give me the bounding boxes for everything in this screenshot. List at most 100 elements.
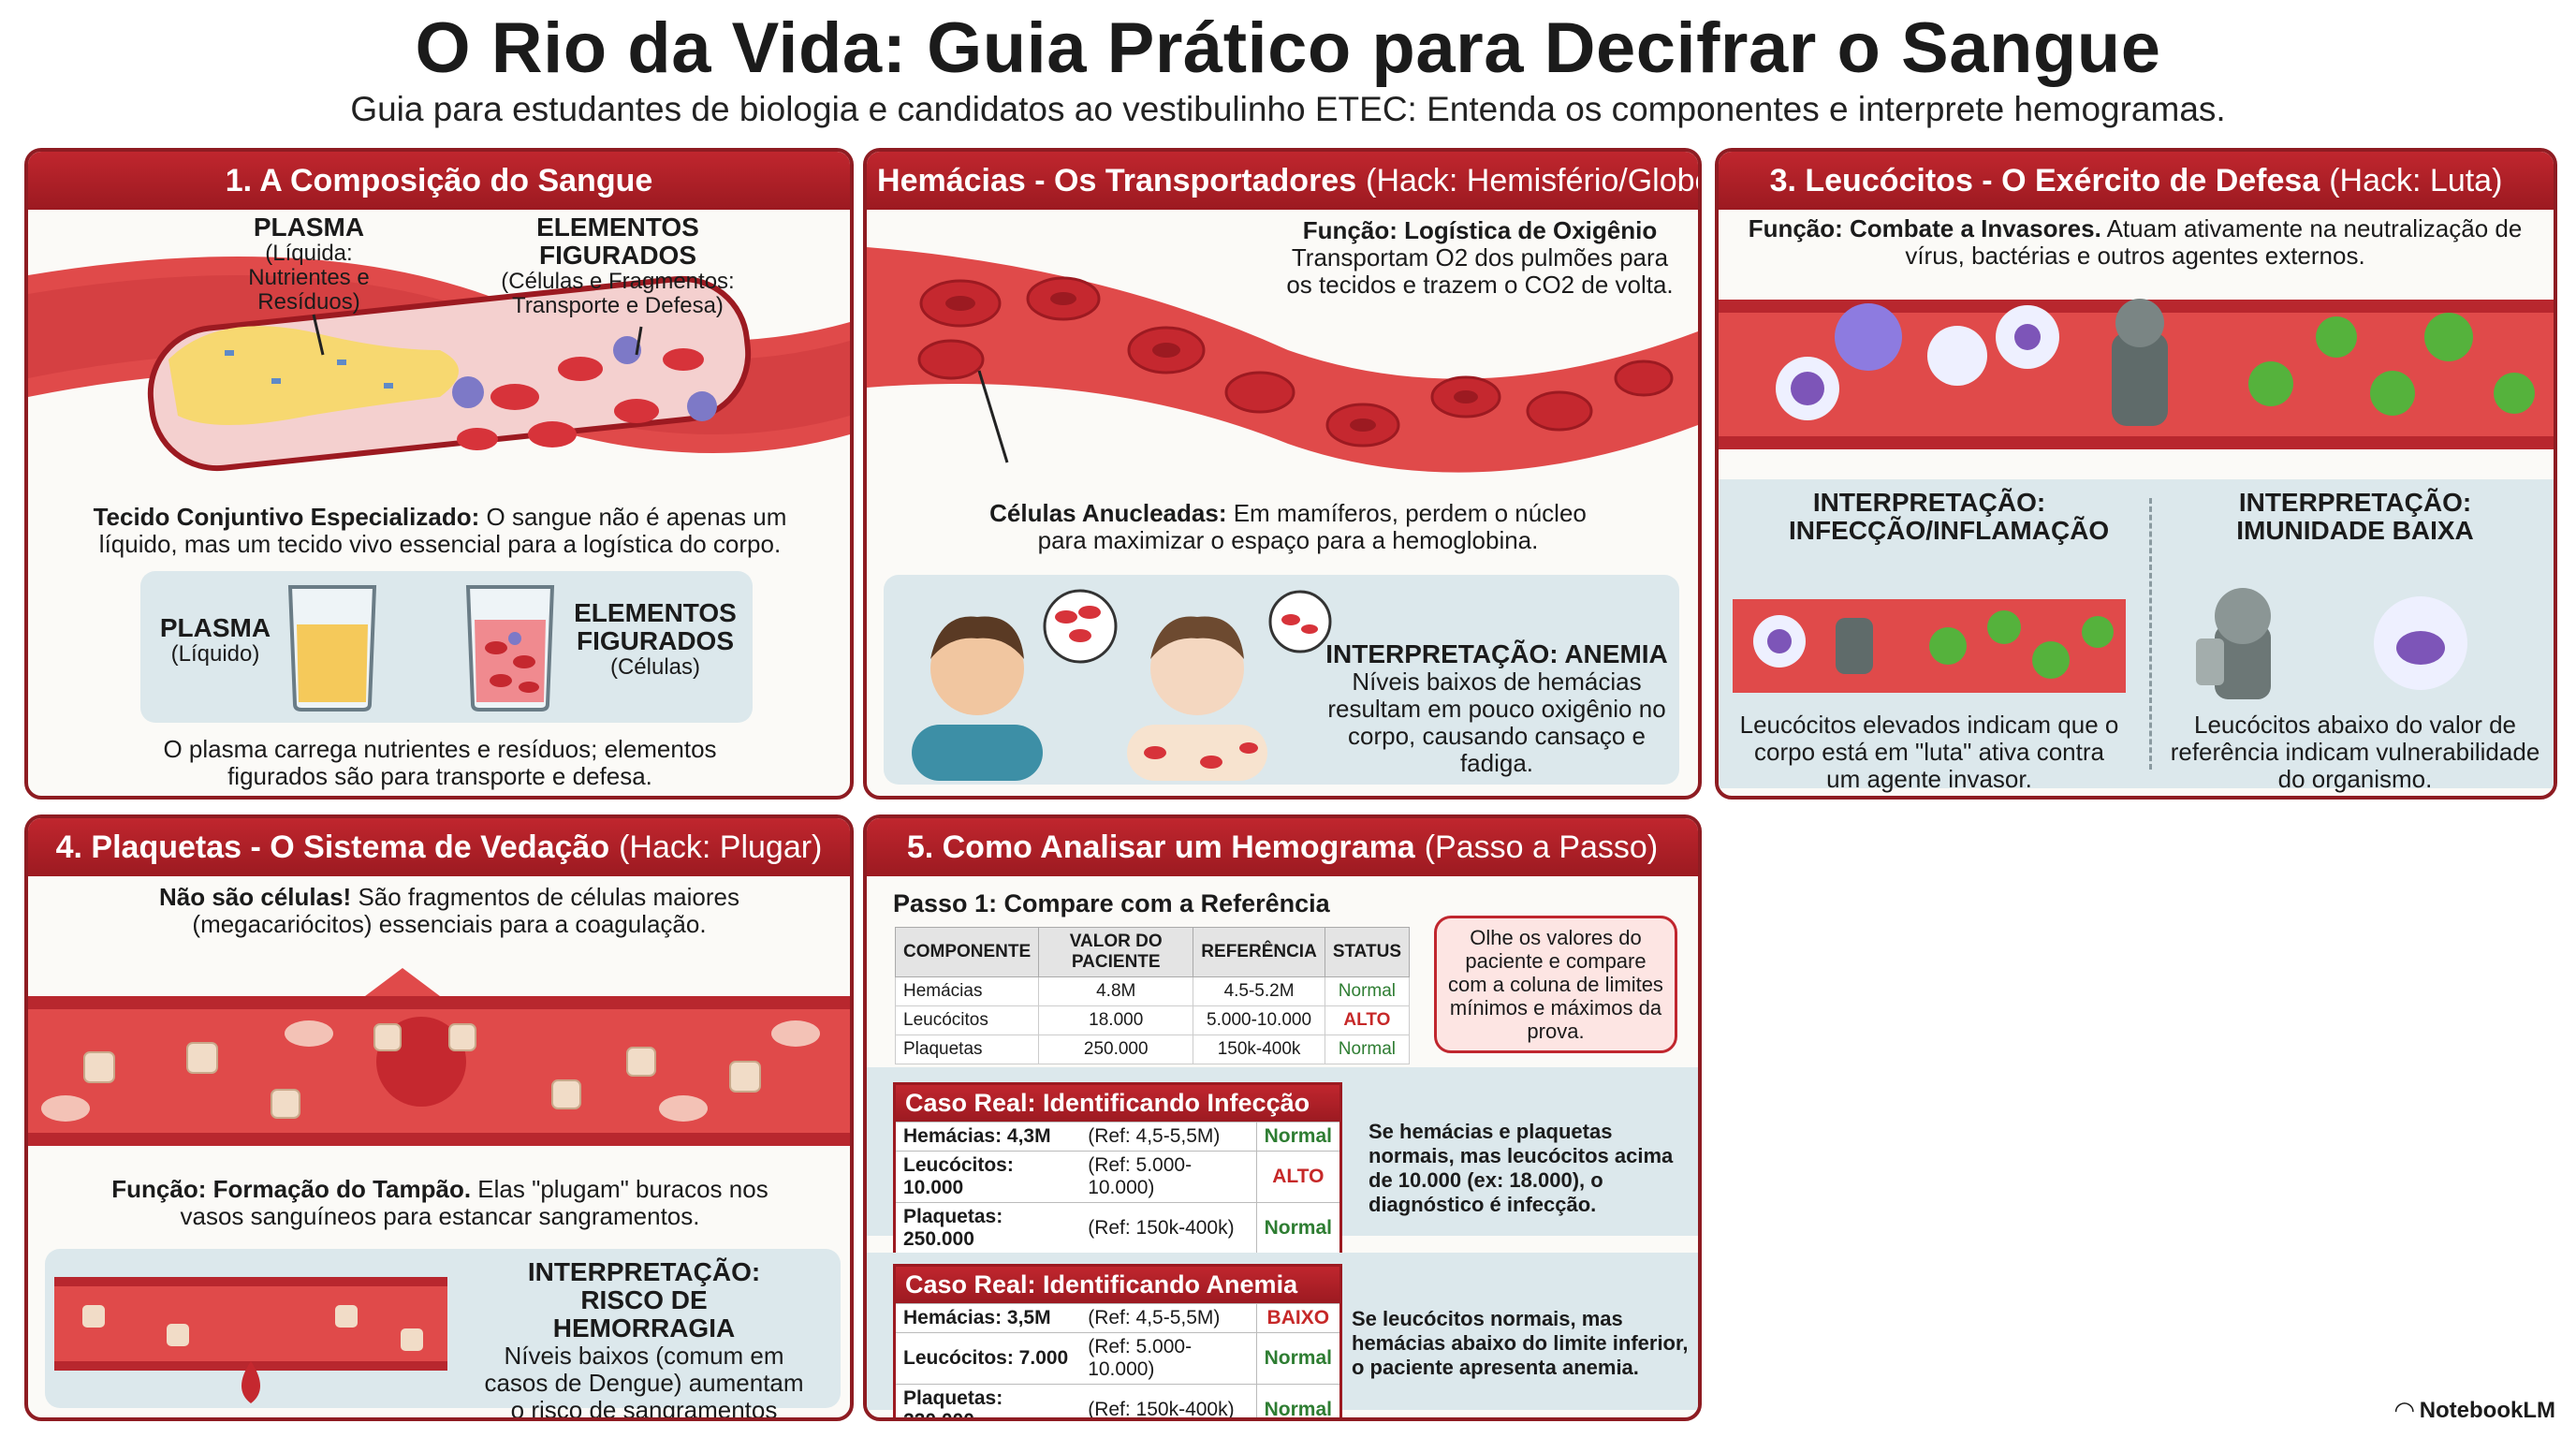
beaker-plasma-sub: (Líquido) [170, 641, 260, 667]
weak-soldier-icon [2196, 588, 2467, 699]
table-cell: (Ref: 150k-400k) [1080, 1202, 1257, 1254]
panel-composition: 1. A Composição do Sangue PLASMA (Líquid… [24, 148, 854, 800]
low-immunity-interpretation: INTERPRETAÇÃO: IMUNIDADE BAIXA [2168, 489, 2542, 545]
table-cell: 250.000 [1038, 1034, 1194, 1064]
table-cell: Hemácias: 4,3M [896, 1122, 1081, 1152]
table-row: Leucócitos: 7.000(Ref: 5.000-10.000)Norm… [896, 1332, 1339, 1385]
platelets-function-text: Elas "plugam" buracos nos vasos sanguíne… [180, 1175, 768, 1230]
red-cells-vessel-illustration [867, 247, 1698, 473]
panel-platelets-header: 4. Plaquetas - O Sistema de Vedação(Hack… [28, 818, 850, 876]
table-cell: 4.5-5.2M [1193, 976, 1325, 1006]
tissue-title: Tecido Conjuntivo Especializado: [93, 503, 480, 531]
table-cell: (Ref: 4,5-5,5M) [1080, 1122, 1257, 1152]
elements-label: ELEMENTOS FIGURADOS (Células e Fragmento… [468, 213, 768, 318]
table-cell: Plaquetas [894, 1034, 1040, 1064]
infection-battle-icon [1733, 599, 2126, 693]
hemorrhage-box: INTERPRETAÇÃO: RISCO DE HEMORRAGIA Nívei… [45, 1249, 841, 1417]
status-badge: Normal [1255, 1122, 1339, 1152]
table-cell: Plaquetas: 220.000 [896, 1384, 1081, 1417]
notebooklm-label: NotebookLM [2419, 1397, 2555, 1423]
table-cell: (Ref: 150k-400k) [1080, 1384, 1257, 1417]
infection-interpretation-title: INTERPRETAÇÃO: INFECÇÃO/INFLAMAÇÃO [1789, 488, 2110, 545]
table-cell: Hemácias [894, 976, 1040, 1006]
plasma-label-sub: (Líquida: Nutrientes e Resíduos) [248, 241, 370, 315]
case-infection-title: Caso Real: Identificando Infecção [896, 1085, 1339, 1122]
beaker-elements-title: ELEMENTOS FIGURADOS [574, 598, 737, 655]
reference-column-header: VALOR DO PACIENTE [1038, 927, 1194, 977]
immune-battle-illustration [1719, 299, 2554, 449]
page-subtitle: Guia para estudantes de biologia e candi… [350, 90, 2226, 128]
table-cell: (Ref: 4,5-5,5M) [1080, 1303, 1257, 1333]
anemia-interpretation-text: Níveis baixos de hemácias resultam em po… [1327, 668, 1666, 777]
not-cells-description: Não são células! São fragmentos de célul… [159, 884, 739, 938]
anemia-interpretation: INTERPRETAÇÃO: ANEMIA Níveis baixos de h… [1324, 640, 1670, 777]
panel-red-cells-hack: (Hack: Hemisfério/Globo) [1366, 162, 1702, 198]
panel-white-cells-title: 3. Leucócitos - O Exército de Defesa [1769, 162, 2320, 198]
panel-platelets-title: 4. Plaquetas - O Sistema de Vedação [55, 829, 610, 865]
red-cells-function: Função: Logística de Oxigênio Transporta… [1279, 217, 1681, 299]
table-cell: (Ref: 5.000-10.000) [1080, 1332, 1257, 1385]
anucleate-text: Em mamíferos, perdem o núcleo para maxim… [1037, 499, 1587, 554]
case-anemia-note: Se leucócitos normais, mas hemácias abai… [1352, 1307, 1689, 1379]
table-row: Plaquetas: 220.000(Ref: 150k-400k)Normal [896, 1384, 1339, 1417]
status-badge: Normal [1255, 1202, 1339, 1254]
case-infection-note: Se hemácias e plaquetas normais, mas leu… [1368, 1120, 1674, 1216]
anemia-interpretation-title: INTERPRETAÇÃO: ANEMIA [1325, 639, 1668, 668]
elements-label-title: ELEMENTOS FIGURADOS [536, 213, 699, 270]
white-cells-function-title: Função: Combate a Invasores. [1748, 214, 2101, 242]
status-badge: Normal [1255, 1332, 1339, 1385]
healthy-person-icon [912, 589, 1118, 781]
table-cell: 150k-400k [1193, 1034, 1325, 1064]
tissue-description: Tecido Conjuntivo Especializado: O sangu… [66, 504, 814, 558]
panel-platelets-hack: (Hack: Plugar) [619, 829, 823, 865]
red-cells-function-text: Transportam O2 dos pulmões para os tecid… [1286, 243, 1674, 299]
page-title: O Rio da Vida: Guia Prático para Decifra… [415, 8, 2161, 88]
reference-column-header: COMPONENTE [894, 927, 1040, 977]
panel-hemogram-title: 5. Como Analisar um Hemograma [906, 829, 1415, 865]
table-cell: 5.000-10.000 [1193, 1005, 1325, 1035]
panel-platelets: 4. Plaquetas - O Sistema de Vedação(Hack… [24, 814, 854, 1421]
panel-red-cells: 2. Hemácias - Os Transportadores(Hack: H… [863, 148, 1702, 800]
blood-vessel-illustration [28, 257, 850, 472]
beakers-box: PLASMA (Líquido) ELEMENTOS FIGURADOS (Cé… [140, 571, 753, 723]
not-cells-text: São fragmentos de células maiores (megac… [192, 883, 739, 938]
low-immunity-interpretation-title: INTERPRETAÇÃO: IMUNIDADE BAIXA [2236, 488, 2474, 545]
table-cell: (Ref: 5.000-10.000) [1080, 1151, 1257, 1203]
notebooklm-icon: ◠ [2394, 1396, 2414, 1424]
table-row: Hemácias: 3,5M(Ref: 4,5-5,5M)BAIXO [896, 1303, 1339, 1333]
case-infection-box: Caso Real: Identificando Infecção Hemáci… [893, 1082, 1342, 1256]
clot-vessel-illustration [28, 968, 850, 1146]
table-row: Leucócitos: 10.000(Ref: 5.000-10.000)ALT… [896, 1151, 1339, 1203]
panel-white-cells-hack: (Hack: Luta) [2329, 162, 2503, 198]
beaker-elements-label: ELEMENTOS FIGURADOS (Células) [571, 599, 739, 680]
table-cell: 4.8M [1038, 976, 1194, 1006]
hemorrhage-interpretation: INTERPRETAÇÃO: RISCO DE HEMORRAGIA Nívei… [457, 1257, 831, 1418]
reference-column-header: REFERÊNCIA [1193, 927, 1325, 977]
status-badge: Normal [1324, 1034, 1411, 1064]
beaker-plasma-label: PLASMA (Líquido) [159, 614, 271, 667]
red-cells-function-title: Função: Logística de Oxigênio [1302, 216, 1658, 244]
white-cells-function-text: Atuam ativamente na neutralização de vír… [1905, 214, 2523, 270]
table-row: Hemácias: 4,3M(Ref: 4,5-5,5M)Normal [896, 1122, 1339, 1152]
compare-tip-balloon: Olhe os valores do paciente e compare co… [1434, 916, 1677, 1053]
table-cell: Leucócitos [894, 1005, 1040, 1035]
anemia-box: INTERPRETAÇÃO: ANEMIA Níveis baixos de h… [884, 575, 1679, 785]
plasma-beaker-icon [287, 585, 377, 712]
hemorrhage-interpretation-title: INTERPRETAÇÃO: RISCO DE HEMORRAGIA [527, 1257, 761, 1343]
infection-interpretation: INTERPRETAÇÃO: INFECÇÃO/INFLAMAÇÃO [1728, 489, 2130, 545]
status-badge: Normal [1255, 1384, 1339, 1417]
platelets-function: Função: Formação do Tampão. Elas "plugam… [84, 1176, 796, 1230]
plasma-label: PLASMA (Líquida: Nutrientes e Resíduos) [197, 213, 421, 315]
case-anemia-box: Caso Real: Identificando Anemia Hemácias… [893, 1264, 1342, 1417]
status-badge: BAIXO [1255, 1303, 1339, 1333]
panel-hemogram: 5. Como Analisar um Hemograma(Passo a Pa… [863, 814, 1702, 1421]
tissue-text: O sangue não é apenas um líquido, mas um… [98, 503, 787, 558]
platelets-function-title: Função: Formação do Tampão. [111, 1175, 472, 1203]
